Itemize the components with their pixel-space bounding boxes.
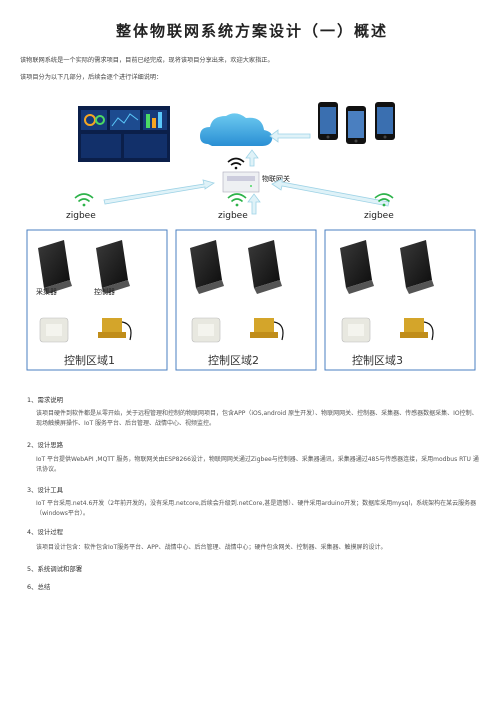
intro-paragraph-2: 该项目分为以下几部分，后续会逐个进行详细说明：	[20, 74, 163, 81]
zigbee-wifi-icon-3	[374, 193, 394, 207]
section-body-2: IoT 平台提供WebAPI ,MQTT 服务，物联网关由ESP8266设计，物…	[36, 456, 479, 473]
collector-label: 采集器	[36, 287, 57, 296]
controller-device-image	[96, 240, 130, 294]
arrow-right-to-gateway	[271, 178, 390, 207]
section-body-3: IoT 平台采用.net4.6开发（2年前开发的，没有采用.netcore,后续…	[36, 500, 477, 517]
zigbee-label-2: zigbee	[218, 211, 248, 221]
section-heading-2: 2、设计思路	[27, 441, 64, 449]
zigbee-label-1: zigbee	[66, 211, 96, 221]
arrow-left-to-gateway	[103, 179, 215, 205]
arrow-center-to-gateway	[247, 193, 261, 215]
zone-label-2: 控制区域2	[208, 353, 259, 367]
section-body-1: 该项目硬件到软件都是从零开始，关于远程管理和控制的物联网项目，包含APP（iOS…	[36, 410, 478, 427]
section-heading-6: 6、总结	[27, 583, 51, 591]
section-heading-3: 3、设计工具	[27, 486, 64, 494]
zigbee-wifi-icon-1	[74, 193, 94, 207]
section-heading-1: 1、需求说明	[27, 396, 64, 404]
section-heading-4: 4、设计过程	[27, 528, 64, 536]
control-zone-2: 控制区域2	[175, 229, 317, 371]
solenoid-valve-image	[98, 318, 132, 341]
section-heading-5: 5、系统调试和部署	[27, 565, 83, 573]
page-title: 整体物联网系统方案设计（一）概述	[115, 22, 388, 40]
control-zone-1: 采集器 控制器 控制区域1	[26, 229, 168, 371]
zigbee-wifi-icon-2	[227, 193, 247, 207]
arrow-gateway-to-cloud	[245, 149, 259, 167]
gateway-label: 物联网关	[262, 174, 290, 183]
mobile-phones-image	[318, 102, 395, 144]
zigbee-label-3: zigbee	[364, 211, 394, 221]
dashboard-screenshot-image	[78, 106, 170, 162]
wifi-icon	[227, 157, 245, 170]
sensor-box-image	[39, 317, 69, 343]
cloud-icon	[200, 113, 273, 146]
intro-paragraph-1: 该物联网系统是一个实际的需求项目，目前已经完成，现将该项目分享出来，欢迎大家指正…	[20, 57, 274, 64]
zone-label-1: 控制区域1	[64, 353, 115, 367]
zone-label-3: 控制区域3	[352, 353, 403, 367]
controller-label: 控制器	[94, 287, 115, 296]
system-architecture-diagram: 物联网关 zigbee zigbee zigbee 采集器 控制器	[26, 102, 476, 371]
section-body-4: 该项目设计包含：软件包含IoT服务平台、APP、战情中心、后台管理、战情中心；硬…	[36, 544, 387, 551]
arrow-phones-to-cloud	[269, 129, 311, 143]
gateway-device-image	[222, 171, 260, 193]
collector-device-image	[38, 240, 72, 294]
control-zone-3: 控制区域3	[324, 229, 476, 371]
